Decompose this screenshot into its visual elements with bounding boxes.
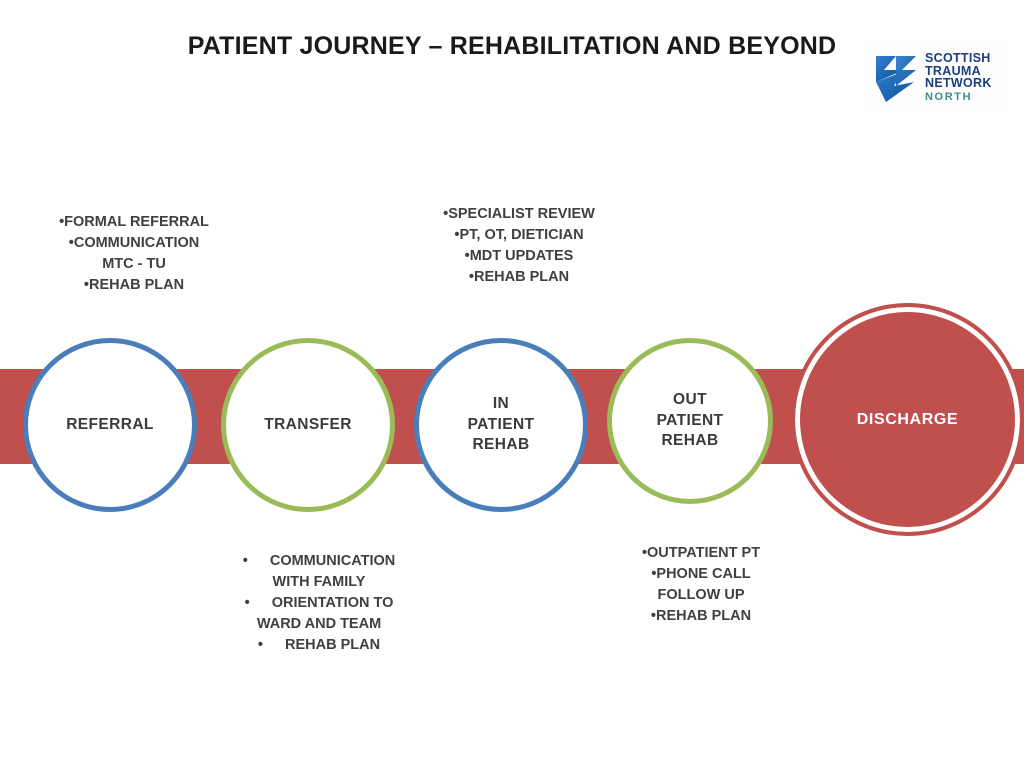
stage-circle-discharge[interactable]: DISCHARGE xyxy=(791,303,1024,536)
stage-circle-inpatient-rehab[interactable]: IN PATIENT REHAB xyxy=(414,338,588,512)
note-line: MTC - TU xyxy=(102,256,166,273)
note-line: PT, OT, DIETICIAN xyxy=(406,225,632,246)
organization-logo: SCOTTISH TRAUMA NETWORK NORTH xyxy=(866,41,1006,114)
stage-circle-referral[interactable]: REFERRAL xyxy=(23,338,197,512)
note-line: COMMUNICATION xyxy=(205,551,433,572)
note-referral: FORMAL REFERRAL COMMUNICATION MTC - TU R… xyxy=(18,212,250,296)
note-line: REHAB PLAN xyxy=(205,635,433,656)
stage-label-outpatient-rehab: OUT PATIENT REHAB xyxy=(656,391,724,450)
chevron-arrow-icon xyxy=(876,55,916,102)
note-line: ORIENTATION TO xyxy=(205,593,433,614)
note-line: WITH FAMILY xyxy=(272,574,366,591)
note-line: OUTPATIENT PT xyxy=(602,543,800,564)
note-line: REHAB PLAN xyxy=(406,267,632,288)
stage-label-transfer: TRANSFER xyxy=(264,415,352,433)
note-line: COMMUNICATION xyxy=(18,233,250,254)
logo-line-2: TRAUMA xyxy=(925,63,981,78)
logo-line-1: SCOTTISH xyxy=(925,51,991,66)
stage-circle-transfer[interactable]: TRANSFER xyxy=(221,338,395,512)
stage-circle-outpatient-rehab[interactable]: OUT PATIENT REHAB xyxy=(607,338,773,504)
stage-label-inpatient-rehab: IN PATIENT REHAB xyxy=(467,395,535,454)
note-line: MDT UPDATES xyxy=(406,246,632,267)
logo-subtitle: NORTH xyxy=(925,90,973,103)
note-line: REHAB PLAN xyxy=(602,606,800,627)
stage-label-discharge: DISCHARGE xyxy=(856,410,959,428)
note-line: FORMAL REFERRAL xyxy=(18,212,250,233)
note-line: SPECIALIST REVIEW xyxy=(406,204,632,225)
page-title: PATIENT JOURNEY – REHABILITATION AND BEY… xyxy=(187,32,837,60)
stage-label-referral: REFERRAL xyxy=(66,415,154,433)
note-inpatient-rehab: SPECIALIST REVIEW PT, OT, DIETICIAN MDT … xyxy=(406,204,632,288)
note-transfer: COMMUNICATION WITH FAMILY ORIENTATION TO… xyxy=(205,551,433,656)
note-line: WARD AND TEAM xyxy=(256,616,382,633)
note-line: FOLLOW UP xyxy=(657,587,745,604)
note-line: REHAB PLAN xyxy=(18,275,250,296)
logo-line-3: NETWORK xyxy=(925,76,992,91)
note-line: PHONE CALL xyxy=(602,564,800,585)
note-outpatient-rehab: OUTPATIENT PT PHONE CALL FOLLOW UP REHAB… xyxy=(602,543,800,627)
logo-wordmark: SCOTTISH TRAUMA NETWORK NORTH xyxy=(925,52,992,103)
